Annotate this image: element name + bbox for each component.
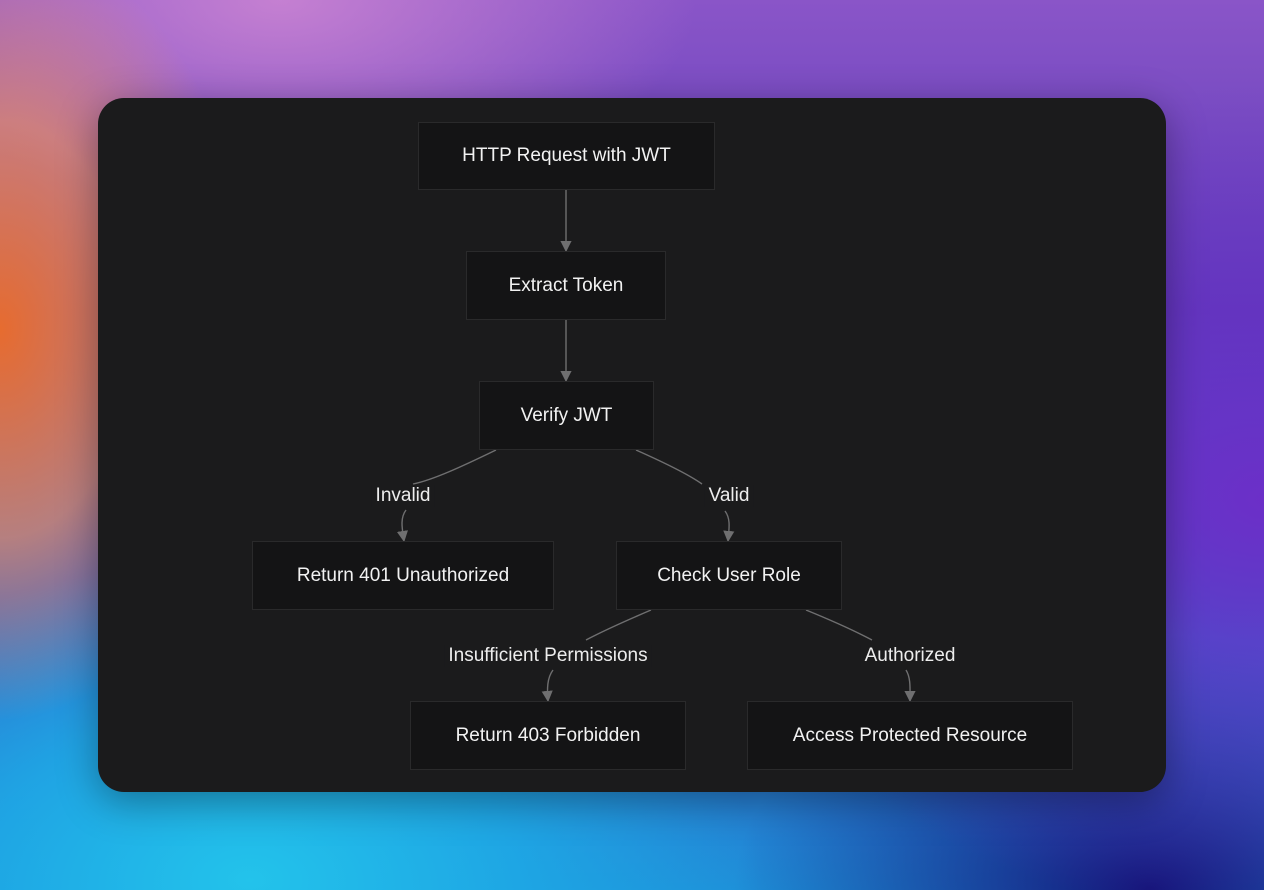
node-extract-token: Extract Token <box>466 251 666 320</box>
node-check-user-role: Check User Role <box>616 541 842 610</box>
edge-check-to-access-tail <box>904 669 916 703</box>
edge-verify-to-check <box>635 449 703 485</box>
edge-verify-to-check-tail <box>723 510 735 543</box>
edge-verify-to-401-tail <box>396 509 409 543</box>
edge-check-to-403-tail <box>541 669 554 703</box>
edge-label-authorized: Authorized <box>860 645 960 667</box>
node-access-protected-resource: Access Protected Resource <box>747 701 1073 770</box>
edge-check-to-403 <box>585 609 652 641</box>
edge-label-insufficient-permissions: Insufficient Permissions <box>444 645 652 667</box>
edge-label-invalid: Invalid <box>371 485 435 507</box>
diagram-card: HTTP Request with JWT Extract Token Veri… <box>98 98 1166 792</box>
node-return-401: Return 401 Unauthorized <box>252 541 554 610</box>
node-verify-jwt: Verify JWT <box>479 381 654 450</box>
edge-verify-to-401 <box>412 449 497 485</box>
node-http-request: HTTP Request with JWT <box>418 122 715 190</box>
diagram-edges <box>396 190 916 703</box>
node-return-403: Return 403 Forbidden <box>410 701 686 770</box>
edge-label-valid: Valid <box>704 485 754 507</box>
edge-check-to-access <box>805 609 873 641</box>
